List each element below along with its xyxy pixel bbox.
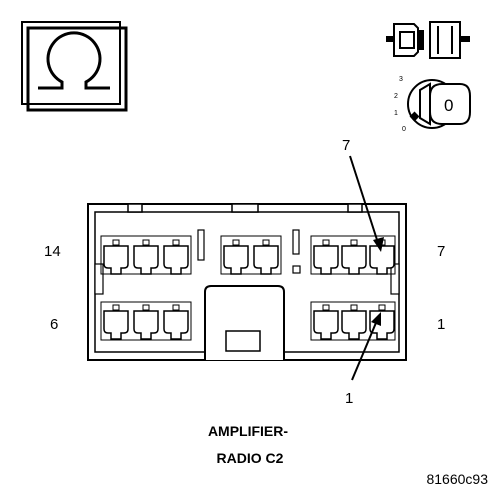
terminal-cavity [341, 239, 367, 275]
pin-callouts: 7 1 14 7 6 1 [44, 137, 445, 407]
key-position-2: 2 [394, 93, 398, 100]
disconnected-connector-icon [386, 21, 470, 59]
terminal-cavity [313, 304, 339, 340]
top-callout-label: 7 [342, 137, 350, 154]
terminal-cavity [253, 239, 279, 275]
terminal-cavity [133, 304, 159, 340]
key-position-1: 1 [394, 110, 398, 117]
caption-line-1: AMPLIFIER- [208, 423, 288, 439]
key-current-position: 0 [444, 96, 453, 115]
key-position-3: 3 [399, 76, 403, 83]
pin-label-6: 6 [50, 316, 58, 333]
terminal-cavity [223, 239, 249, 275]
key-position-0: 0 [402, 126, 406, 133]
connector-face [87, 203, 407, 361]
pin-label-1: 1 [437, 316, 445, 333]
ohmmeter-icon [21, 21, 128, 112]
ignition-key-off-icon: 3 2 1 0 0 [394, 76, 471, 133]
terminal-cavity [163, 239, 189, 275]
terminal-cavity [133, 239, 159, 275]
caption-line-2: RADIO C2 [217, 450, 284, 466]
terminal-cavity [103, 304, 129, 340]
terminal-cavity [163, 304, 189, 340]
terminal-cavity [341, 304, 367, 340]
terminal-cavity [313, 239, 339, 275]
figure-id: 81660c93 [426, 471, 488, 487]
pin-label-14: 14 [44, 243, 61, 260]
bottom-callout-label: 1 [345, 390, 353, 407]
terminal-cavity [103, 239, 129, 275]
terminal-cavities [103, 239, 395, 340]
pin-label-7: 7 [437, 243, 445, 260]
